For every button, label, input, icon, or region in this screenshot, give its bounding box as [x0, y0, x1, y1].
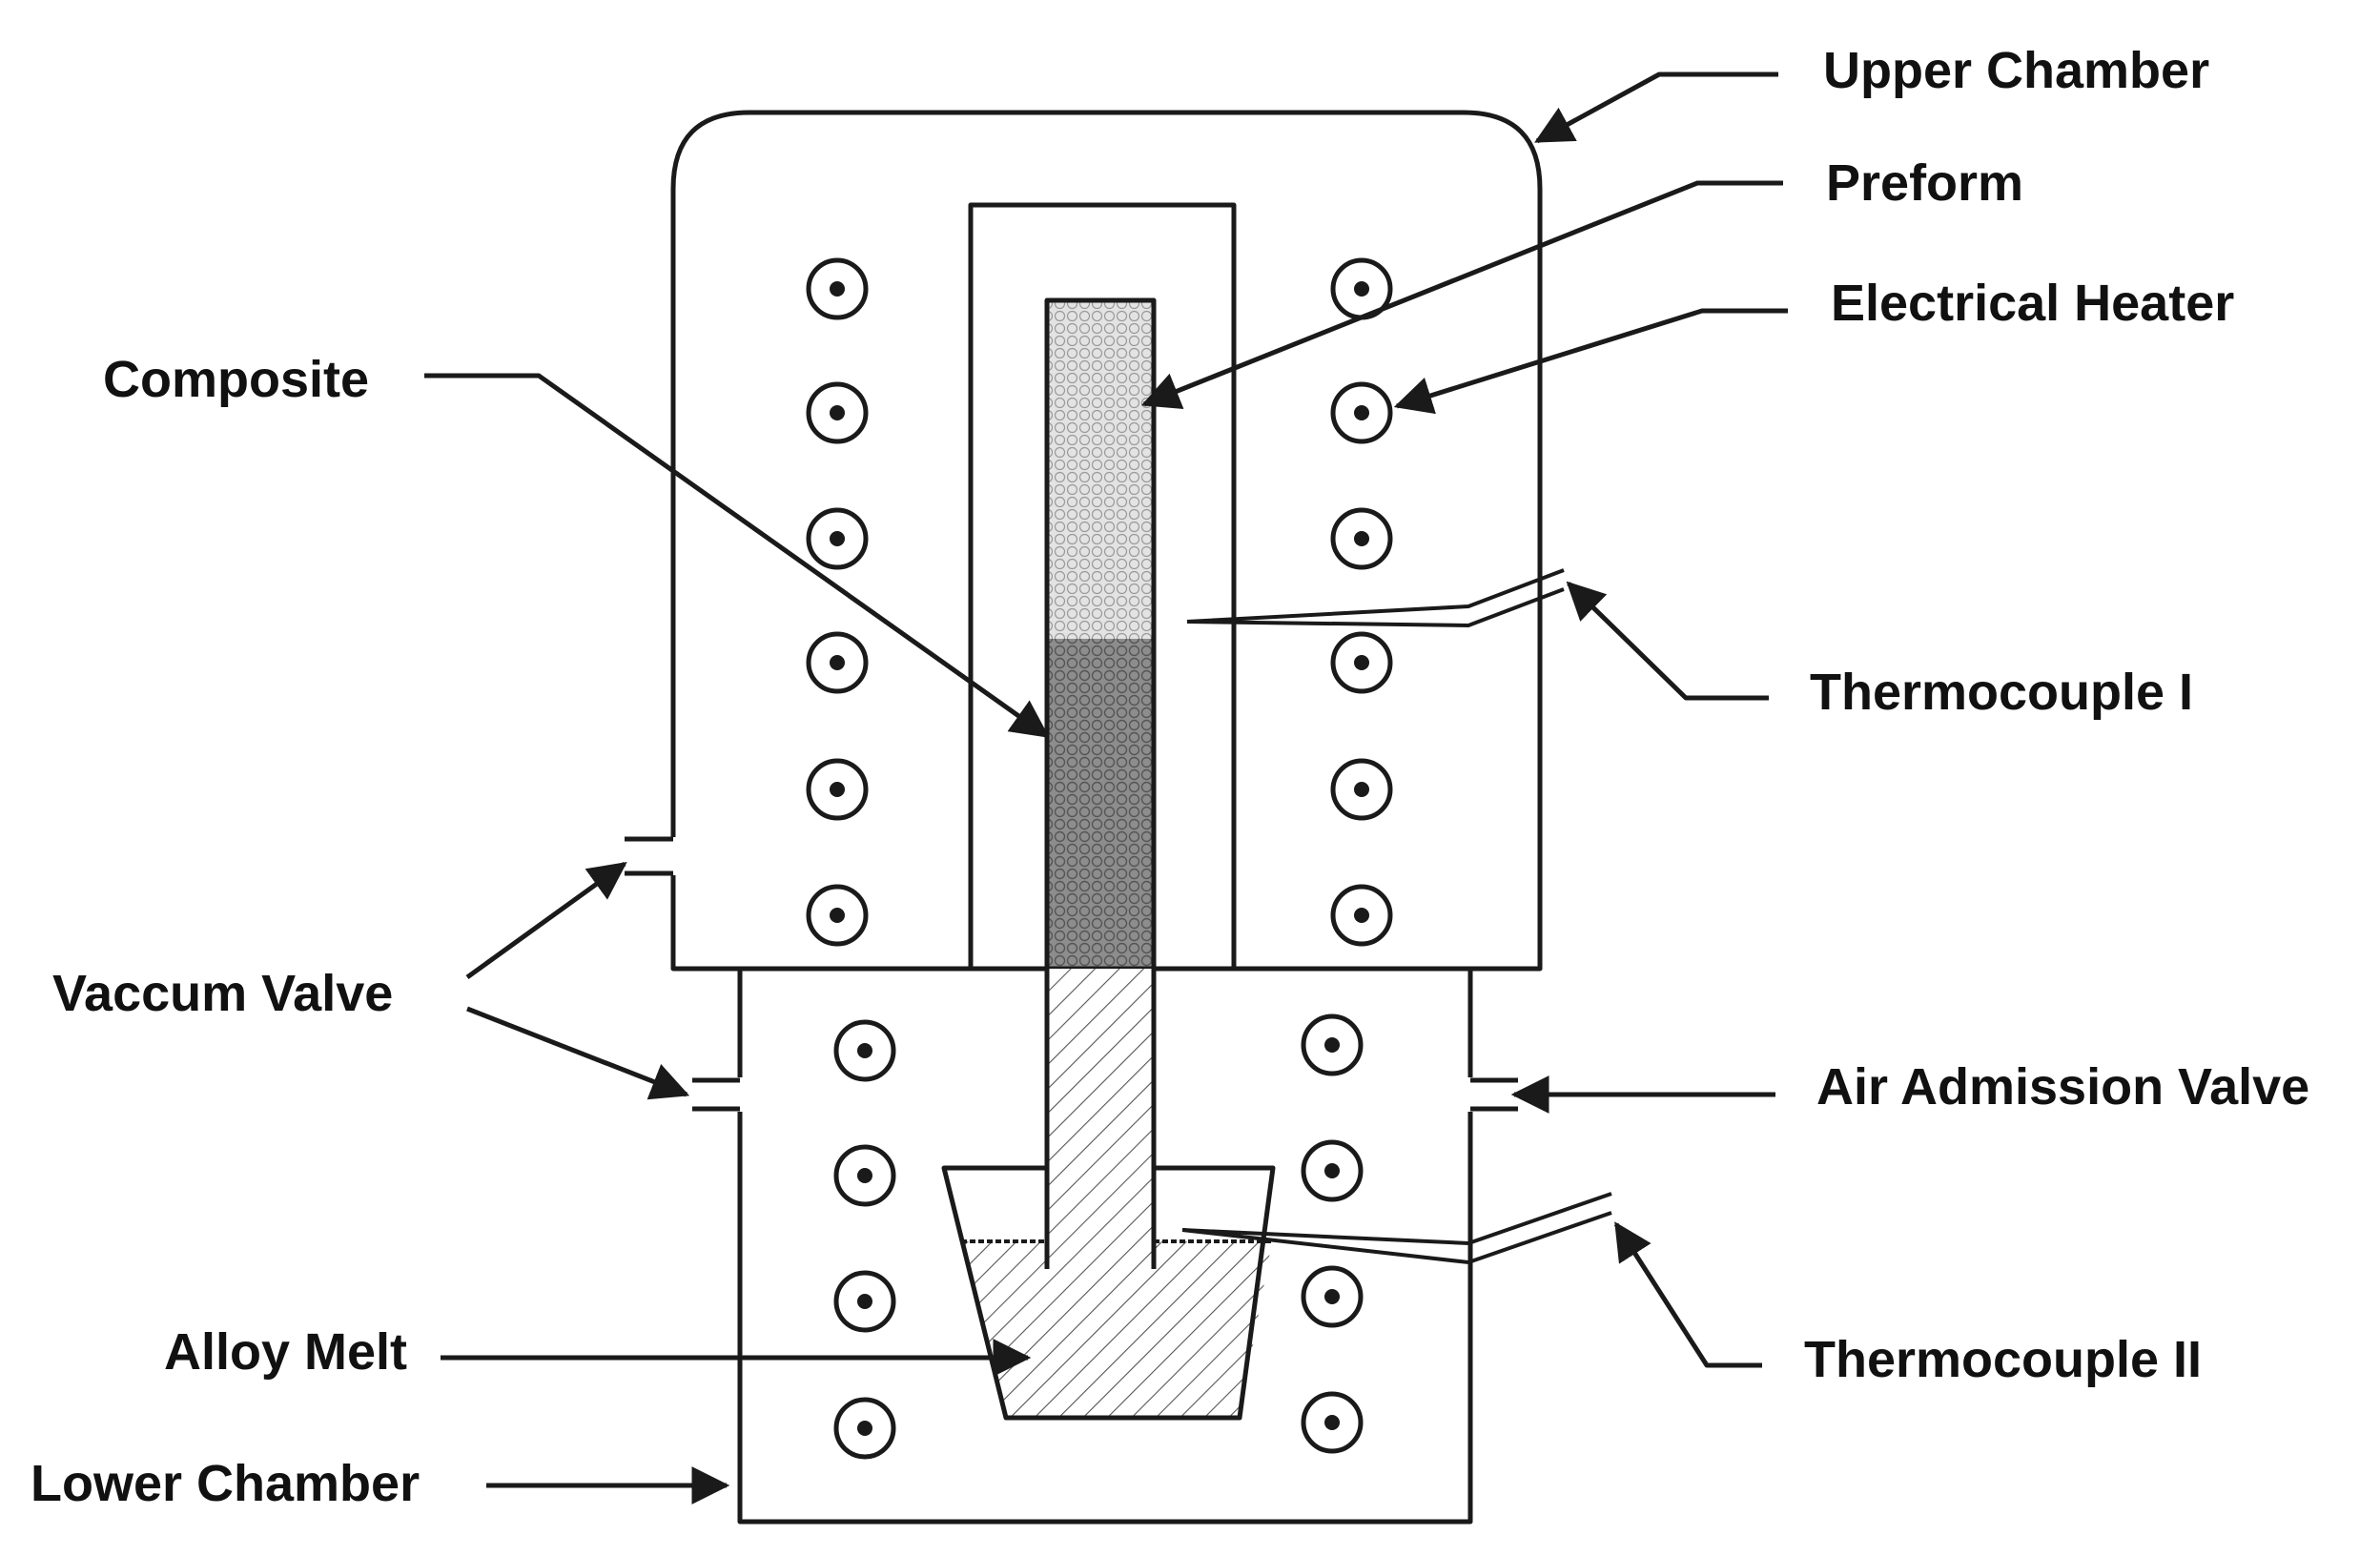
leader-preform	[1140, 180, 1783, 409]
circle-dot-icon	[1301, 1139, 1364, 1202]
circle-dot-icon	[806, 884, 869, 947]
infiltration-stem	[1047, 969, 1154, 1269]
circle-dot-icon	[1301, 1013, 1364, 1076]
circle-dot-icon	[1330, 381, 1393, 444]
label-lower-chamber: Lower Chamber	[31, 1455, 420, 1512]
vacuum-port-upper	[625, 836, 673, 876]
label-electrical-heater: Electrical Heater	[1831, 275, 2234, 332]
label-air-admission-valve: Air Admission Valve	[1816, 1058, 2309, 1116]
circle-dot-icon	[1301, 1391, 1364, 1454]
circle-dot-icon	[1330, 631, 1393, 694]
circle-dot-icon	[806, 631, 869, 694]
heater-coils-upper	[806, 257, 1393, 947]
leader-thermocouple-1	[1566, 581, 1769, 701]
label-thermocouple-1: Thermocouple I	[1810, 664, 2193, 721]
circle-dot-icon	[1301, 1265, 1364, 1328]
circle-dot-icon	[1330, 758, 1393, 821]
circle-dot-icon	[1330, 507, 1393, 570]
vacuum-port-lower	[692, 1077, 740, 1112]
leader-composite	[424, 373, 1050, 739]
thermocouple-1-wire	[1186, 568, 1565, 628]
leader-upper-chamber	[1534, 72, 1778, 144]
label-preform: Preform	[1826, 154, 2023, 212]
label-composite: Composite	[103, 351, 369, 408]
leader-vacuum-valve-lower	[466, 1006, 690, 1100]
label-alloy-melt: Alloy Melt	[164, 1323, 407, 1381]
leader-electrical-heater	[1393, 308, 1788, 415]
label-upper-chamber: Upper Chamber	[1823, 42, 2209, 99]
circle-dot-icon	[833, 1019, 896, 1082]
circle-dot-icon	[833, 1144, 896, 1207]
leader-thermocouple-2	[1613, 1221, 1762, 1368]
upper-chamber	[670, 110, 1543, 972]
lower-chamber	[737, 969, 1473, 1525]
crucible	[941, 1165, 1276, 1421]
alloy-melt	[961, 1241, 1272, 1418]
label-thermocouple-2: Thermocouple II	[1804, 1331, 2202, 1388]
circle-dot-icon	[806, 257, 869, 320]
thermocouple-2-wire	[1181, 1192, 1612, 1265]
leader-vacuum-valve-upper	[465, 861, 627, 980]
circle-dot-icon	[1330, 884, 1393, 947]
air-admission-port	[1470, 1077, 1518, 1112]
circle-dot-icon	[833, 1270, 896, 1333]
circle-dot-icon	[833, 1397, 896, 1460]
heater-coils-lower	[833, 1013, 1364, 1460]
circle-dot-icon	[806, 758, 869, 821]
label-vacuum-valve: Vaccum Valve	[52, 965, 393, 1022]
circle-dot-icon	[806, 507, 869, 570]
circle-dot-icon	[806, 381, 869, 444]
